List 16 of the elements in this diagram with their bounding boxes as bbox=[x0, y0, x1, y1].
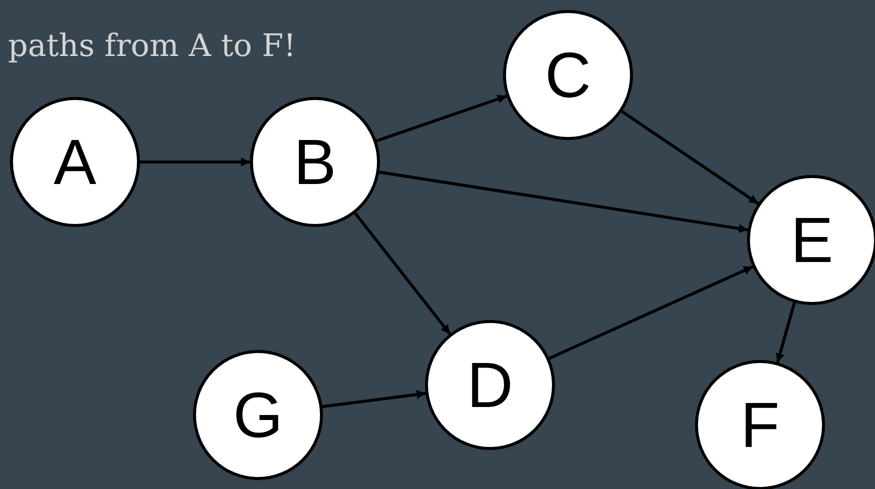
node-label: D bbox=[466, 353, 514, 417]
node-label: E bbox=[790, 208, 834, 272]
node-label: A bbox=[54, 130, 96, 194]
node-label: F bbox=[740, 393, 780, 457]
arrow bbox=[376, 94, 508, 142]
arrow bbox=[140, 158, 250, 166]
arrow bbox=[548, 265, 754, 360]
arrow bbox=[621, 110, 759, 205]
arrow bbox=[322, 390, 426, 408]
node-label: B bbox=[294, 130, 336, 194]
arrow bbox=[378, 170, 748, 233]
diagram-title: paths from A to F! bbox=[8, 28, 296, 64]
node-label: G bbox=[233, 383, 283, 447]
arrow bbox=[354, 212, 452, 335]
node-label: C bbox=[544, 43, 592, 107]
arrow bbox=[776, 302, 796, 363]
